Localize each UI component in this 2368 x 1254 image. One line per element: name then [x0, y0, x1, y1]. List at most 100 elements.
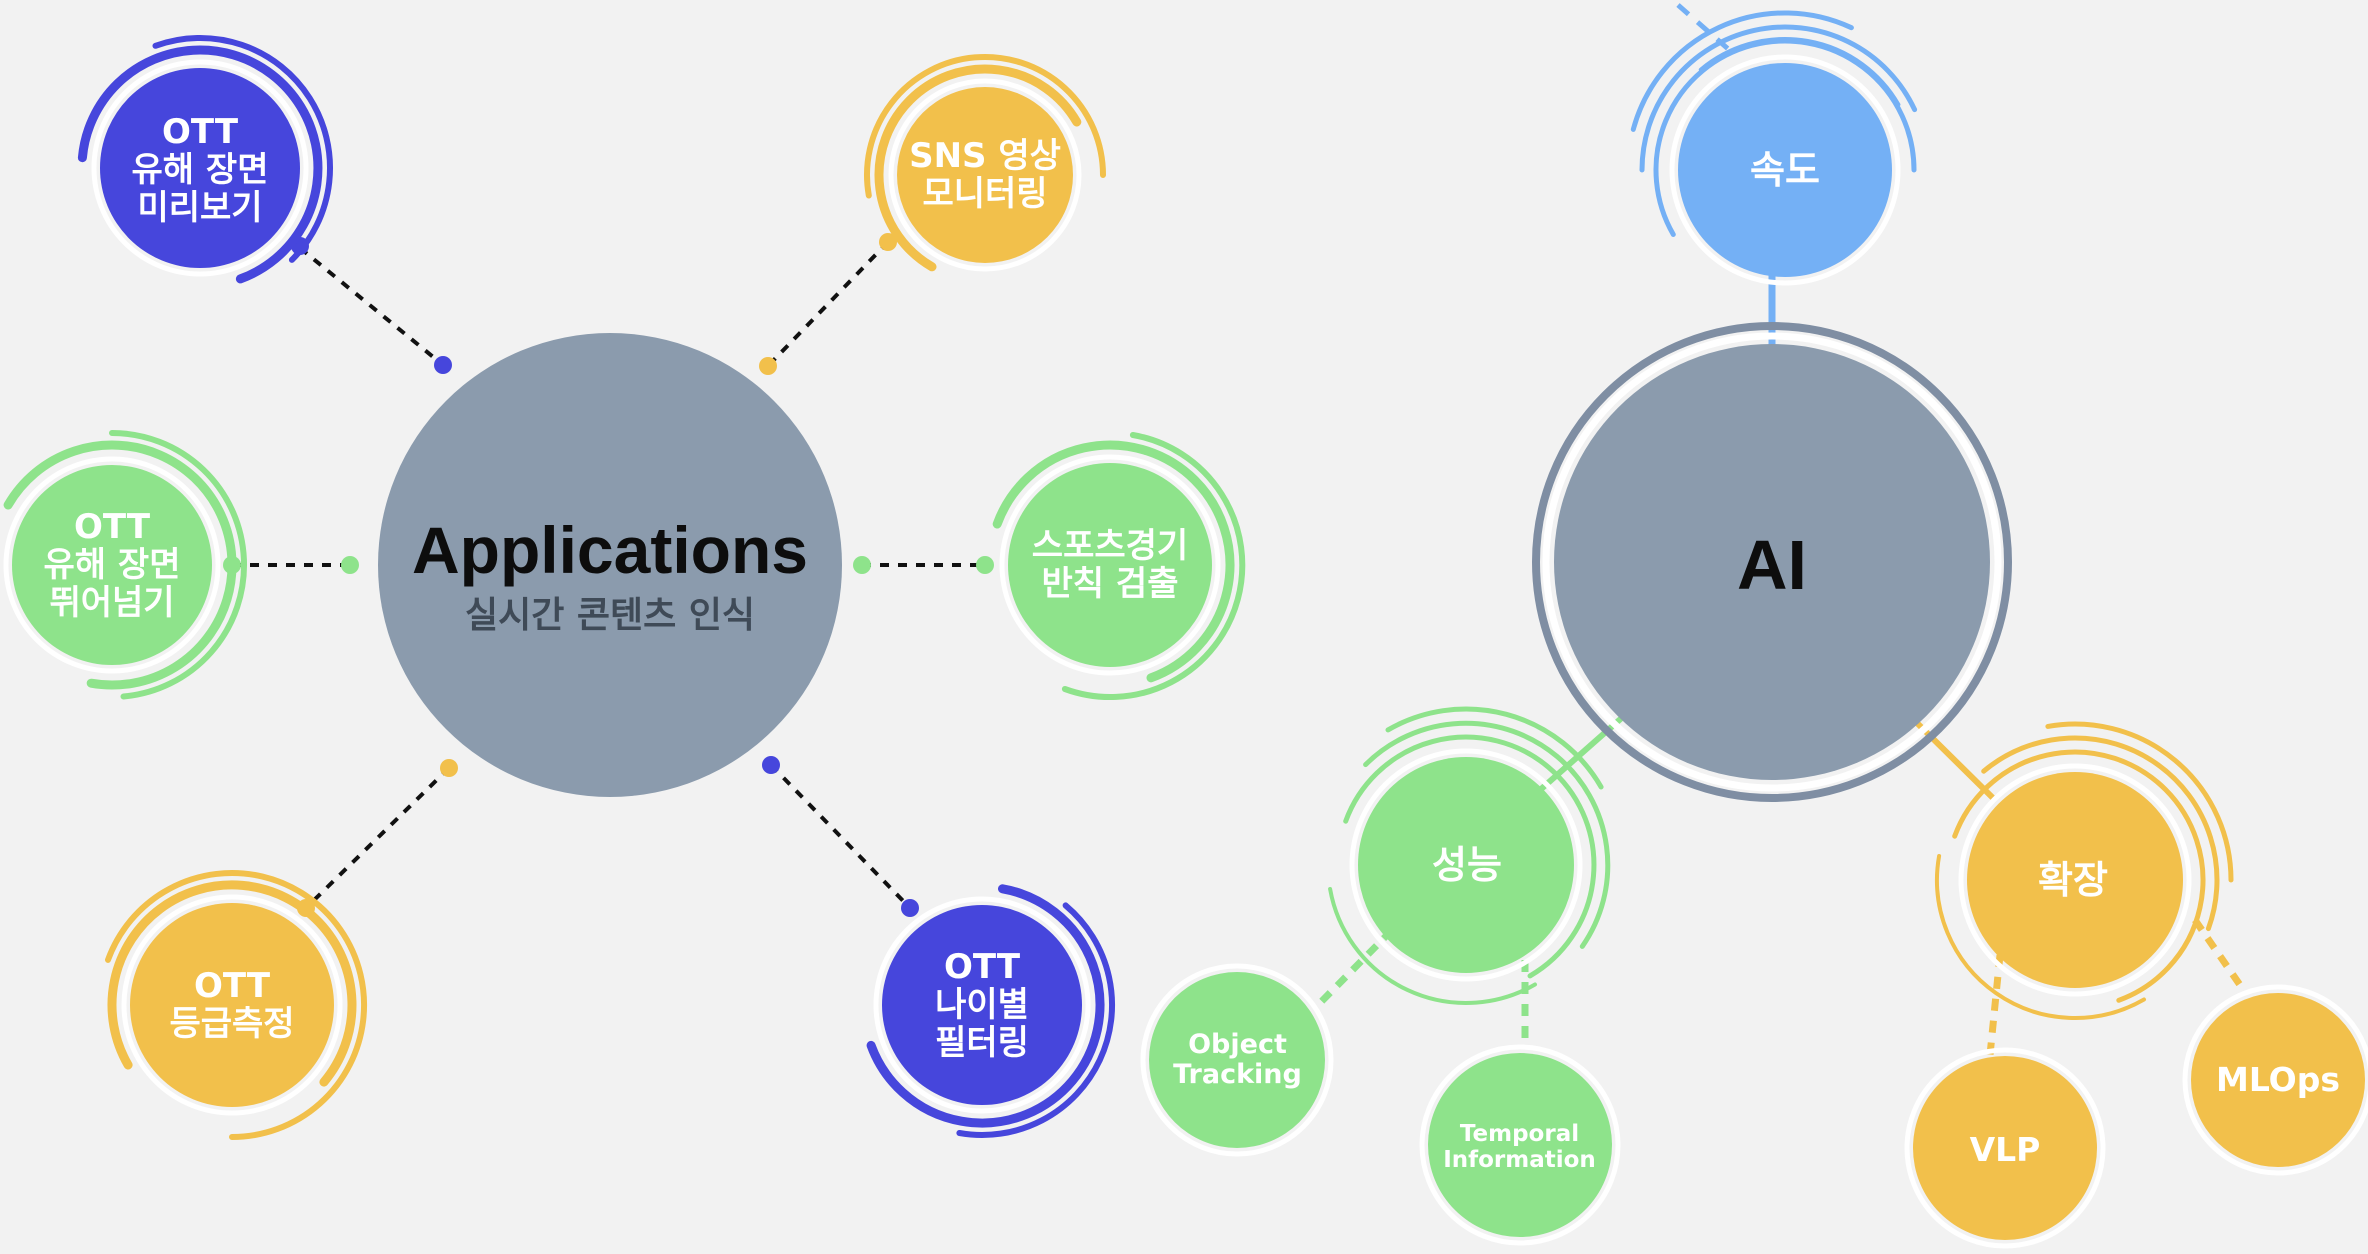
vlp-node-label: VLP [1910, 1120, 2100, 1180]
ott-skip-line-3: 뛰어넘기 [49, 583, 175, 624]
connector-sns-monitoring [766, 240, 890, 368]
object-tracking-line-2: Tracking [1173, 1059, 1302, 1090]
sns-monitoring-circle [897, 87, 1073, 263]
temporal-information-line-1: Temporal [1459, 1121, 1580, 1148]
connector-dot-ott-rating-inner [440, 759, 458, 777]
ott-age-filter-circle [882, 905, 1082, 1105]
connector-scalability-mlops [2192, 918, 2243, 987]
performance-arc-3 [1385, 706, 1604, 790]
ai-hub-outer-ring [1532, 322, 2012, 802]
ott-preview-arc-2 [152, 34, 334, 263]
ai-hub-label: AI [1572, 505, 1972, 625]
performance-arc-1 [1343, 734, 1597, 979]
mlops-circle [2191, 993, 2365, 1167]
applications-subtitle: 실시간 콘텐츠 인식 [464, 594, 756, 636]
ott-rating-line-1: OTT [193, 965, 271, 1006]
sports-foul-line-2: 반칙 검출 [1041, 564, 1179, 604]
performance-line-1: 성능 [1432, 842, 1502, 887]
ott-age-filter-line-2: 나이별 [935, 984, 1029, 1025]
scalability-line-1: 확장 [2038, 857, 2108, 902]
connector-dot-ott-preview-inner [434, 356, 452, 374]
ott-skip-line-1: OTT [73, 506, 151, 547]
vlp-white-ring [1904, 1047, 2106, 1249]
scalability-arc-4 [1935, 854, 2146, 1020]
sns-monitoring-line-2: 모니터링 [922, 174, 1048, 214]
scalability-circle [1967, 772, 2183, 988]
sports-foul-arc-1 [992, 440, 1235, 683]
performance-white-ring [1349, 748, 1583, 982]
mlops-node-label: MLOps [2183, 1050, 2368, 1110]
ott-skip-white-ring [3, 456, 221, 674]
ott-skip-line-2: 유해 장면 [43, 544, 181, 585]
temporal-information-line-2: Information [1443, 1147, 1596, 1173]
object-tracking-circle [1149, 972, 1325, 1148]
applications-title: Applications [411, 512, 809, 587]
ott-age-filter-line-3: 필터링 [935, 1023, 1029, 1064]
performance-circle [1358, 757, 1574, 973]
sports-foul-white-ring [999, 454, 1221, 676]
sns-monitoring-arc-2 [864, 53, 1106, 199]
speed-circle [1678, 63, 1892, 277]
speed-arc-5 [1722, 25, 1859, 49]
ott-preview-line-2: 유해 장면 [131, 149, 269, 190]
connector-ott-rating [304, 766, 451, 910]
ott-rating-line-2: 등급측정 [169, 1004, 295, 1044]
connector-scalability-vlp [1986, 954, 2004, 1056]
temporal-information-circle [1428, 1053, 1612, 1237]
ott-preview-arc-1 [77, 45, 323, 284]
ott-preview-line-1: OTT [161, 111, 239, 152]
speed-white-ring [1669, 54, 1901, 286]
connector-speed-top-stub [1676, 3, 1737, 57]
scalability-white-ring [1958, 763, 2192, 997]
ott-rating-circle [130, 903, 334, 1107]
ott-age-filter-arc-2 [956, 902, 1116, 1138]
sports-foul-arc-2 [1061, 432, 1246, 701]
ott-skip-arc-1 [3, 440, 237, 690]
performance-node-label: 성능 [1367, 830, 1567, 900]
temporal-information-node-label: Temporal Information [1422, 1108, 1617, 1188]
mlops-line-1: MLOps [2215, 1059, 2340, 1099]
ott-rating-arc-1 [107, 880, 357, 1087]
connector-dot-sports-inner [853, 556, 871, 574]
scalability-arc-3 [2045, 721, 2234, 883]
vlp-line-1: VLP [1969, 1129, 2041, 1169]
scalability-node-label: 확장 [1973, 845, 2173, 915]
sports-foul-circle [1008, 463, 1212, 667]
connector-dot-ott-age-outer [901, 899, 919, 917]
temporal-information-white-ring [1419, 1044, 1621, 1246]
ai-hub-white-ring [1542, 332, 2002, 792]
connector-ott-preview [298, 246, 445, 367]
object-tracking-line-1: Object [1188, 1028, 1287, 1060]
object-tracking-node-label: Object Tracking [1140, 1020, 1335, 1100]
ott-age-filter-line-1: OTT [943, 946, 1021, 987]
ott-age-filter-node-label: OTT 나이별 필터링 [882, 935, 1082, 1075]
connector-ott-age-filter [769, 763, 912, 910]
ott-age-filter-white-ring [873, 896, 1091, 1114]
ott-preview-node-label: OTT 유해 장면 미리보기 [100, 100, 300, 240]
connector-dot-ott-age-inner [762, 756, 780, 774]
sports-foul-line-1: 스포츠경기 [1031, 525, 1189, 566]
connector-dot-sports-outer [976, 556, 994, 574]
ott-rating-white-ring [121, 894, 343, 1116]
scalability-arc-1 [1952, 749, 2206, 1003]
speed-line-1: 속도 [1750, 147, 1820, 192]
object-tracking-white-ring [1140, 963, 1334, 1157]
ott-rating-arc-2 [105, 870, 368, 1140]
vlp-circle [1913, 1056, 2097, 1240]
ott-skip-arc-2 [109, 430, 248, 700]
speed-arc-3 [1630, 10, 1854, 132]
connector-performance-object-tracking [1315, 927, 1395, 1008]
ott-skip-node-label: OTT 유해 장면 뛰어넘기 [12, 495, 212, 635]
applications-hub-circle [378, 333, 842, 797]
connector-dot-ott-skip-inner [341, 556, 359, 574]
speed-node-label: 속도 [1685, 135, 1885, 205]
scalability-arc-2 [1981, 735, 2220, 932]
ai-title: AI [1737, 525, 1807, 604]
speed-arc-4 [1698, 37, 1901, 107]
connector-dot-sns-outer [879, 233, 897, 251]
applications-hub-label: Applications 실시간 콘텐츠 인식 [375, 500, 845, 650]
mlops-white-ring [2182, 984, 2368, 1176]
sns-monitoring-arc-1 [874, 64, 1082, 272]
performance-arc-4 [1328, 887, 1537, 1005]
